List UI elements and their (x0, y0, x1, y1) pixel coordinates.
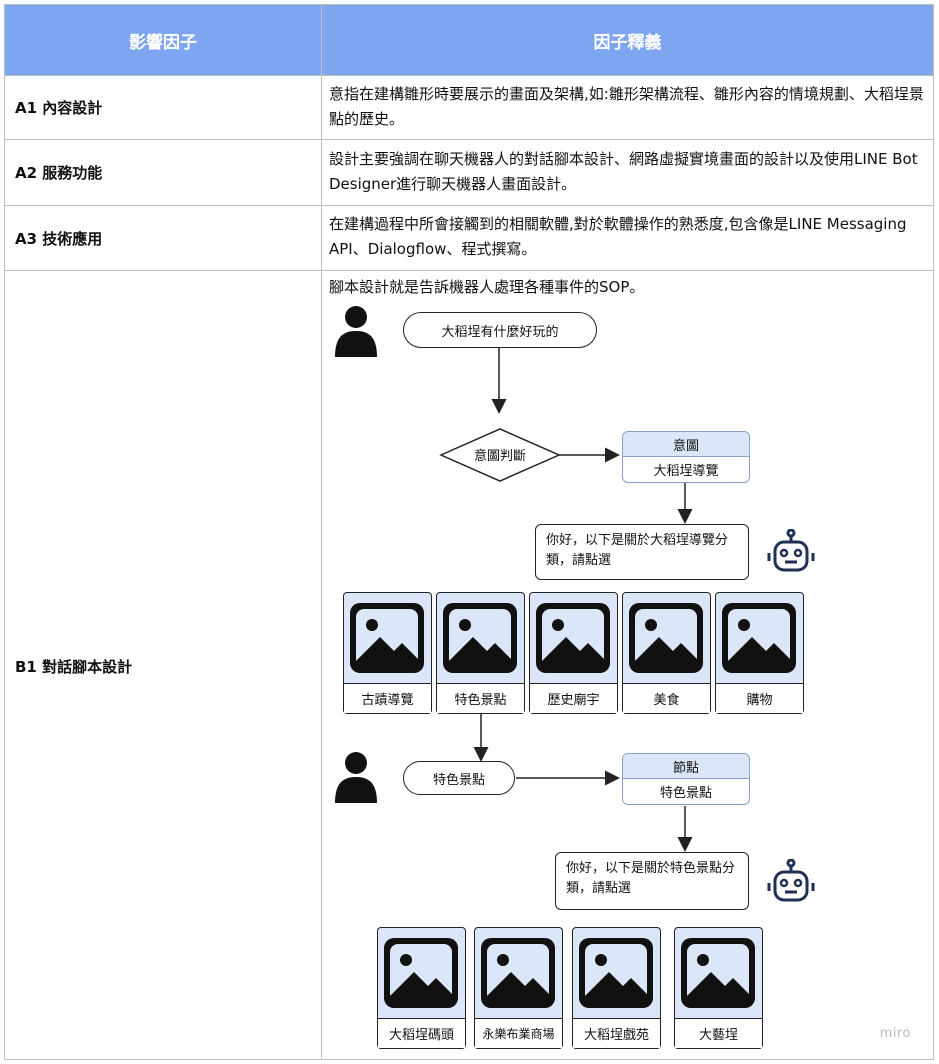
row-divider (5, 75, 933, 76)
user-icon (333, 751, 379, 807)
node-2-title: 節點 (623, 754, 749, 779)
image-placeholder-icon (629, 603, 703, 673)
decision-label: 意圖判斷 (473, 449, 526, 464)
card-label: 美食 (623, 683, 710, 713)
node-2: 節點 特色景點 (622, 753, 750, 805)
card-label: 永樂布業商場 (475, 1018, 562, 1048)
category-card[interactable]: 永樂布業商場 (474, 927, 563, 1049)
card-label: 大稻埕碼頭 (378, 1018, 465, 1048)
row-label-a2: A2 服務功能 (15, 164, 103, 182)
card-label: 歷史廟宇 (530, 683, 617, 713)
image-placeholder-icon (722, 603, 796, 673)
category-card[interactable]: 購物 (715, 592, 804, 714)
row-label-a3: A3 技術應用 (15, 229, 103, 248)
user-query-1: 大稻埕有什麼好玩的 (403, 312, 597, 348)
category-card[interactable]: 大稻埕碼頭 (377, 927, 466, 1049)
table-header: 影響因子 因子釋義 (5, 5, 933, 75)
header-definition: 因子釋義 (593, 32, 662, 53)
intent-node-title: 意圖 (623, 432, 749, 457)
user-query-2: 特色景點 (403, 761, 515, 795)
robot-icon (767, 528, 815, 579)
row-label-b1: B1 對話腳本設計 (15, 657, 133, 676)
category-card[interactable]: 大藝埕 (674, 927, 763, 1049)
row-text-a3: 在建構過程中所會接觸到的相關軟體,對於軟體操作的熟悉度,包含像是LINE Mes… (329, 215, 907, 258)
row-divider (5, 205, 933, 206)
row-label-a1: A1 內容設計 (15, 99, 103, 117)
card-label: 大藝埕 (675, 1018, 762, 1048)
image-placeholder-icon (579, 938, 653, 1008)
factor-table: 影響因子 因子釋義 A1 內容設計 意指在建構雛形時要展示的畫面及架構,如:雛形… (4, 4, 934, 1060)
card-label: 特色景點 (437, 683, 524, 713)
category-card[interactable]: 大稻埕戲苑 (572, 927, 661, 1049)
intent-node: 意圖 大稻埕導覽 (622, 431, 750, 483)
node-2-value: 特色景點 (659, 786, 712, 801)
bot-reply-2: 你好，以下是關於特色景點分類，請點選 (555, 852, 749, 910)
miro-watermark: miro (879, 1026, 911, 1041)
card-label: 大稻埕戲苑 (573, 1018, 660, 1048)
card-label: 購物 (716, 683, 803, 713)
row-divider (5, 270, 933, 271)
category-card[interactable]: 歷史廟宇 (529, 592, 618, 714)
header-factor: 影響因子 (129, 32, 197, 53)
flow-connectors (439, 347, 693, 852)
robot-icon (767, 858, 815, 909)
card-label: 古蹟導覽 (344, 683, 431, 713)
image-placeholder-icon (443, 603, 517, 673)
bot-reply-1: 你好，以下是關於大稻埕導覽分類，請點選 (535, 524, 749, 580)
image-placeholder-icon (536, 603, 610, 673)
image-placeholder-icon (384, 938, 458, 1008)
row-text-a1: 意指在建構雛形時要展示的畫面及架構,如:雛形架構流程、雛形內容的情境規劃、大稻埕… (329, 85, 924, 128)
image-placeholder-icon (350, 603, 424, 673)
user-icon (333, 305, 379, 361)
category-card[interactable]: 美食 (622, 592, 711, 714)
category-card[interactable]: 古蹟導覽 (343, 592, 432, 714)
row-divider (5, 139, 933, 140)
column-divider (321, 5, 322, 1059)
category-card[interactable]: 特色景點 (436, 592, 525, 714)
row-text-a2: 設計主要強調在聊天機器人的對話腳本設計、網路虛擬實境畫面的設計以及使用LINE … (329, 150, 918, 193)
intent-node-value: 大稻埕導覽 (653, 464, 719, 479)
row-text-b1: 腳本設計就是告訴機器人處理各種事件的SOP。 (329, 278, 645, 296)
image-placeholder-icon (681, 938, 755, 1008)
image-placeholder-icon (481, 938, 555, 1008)
